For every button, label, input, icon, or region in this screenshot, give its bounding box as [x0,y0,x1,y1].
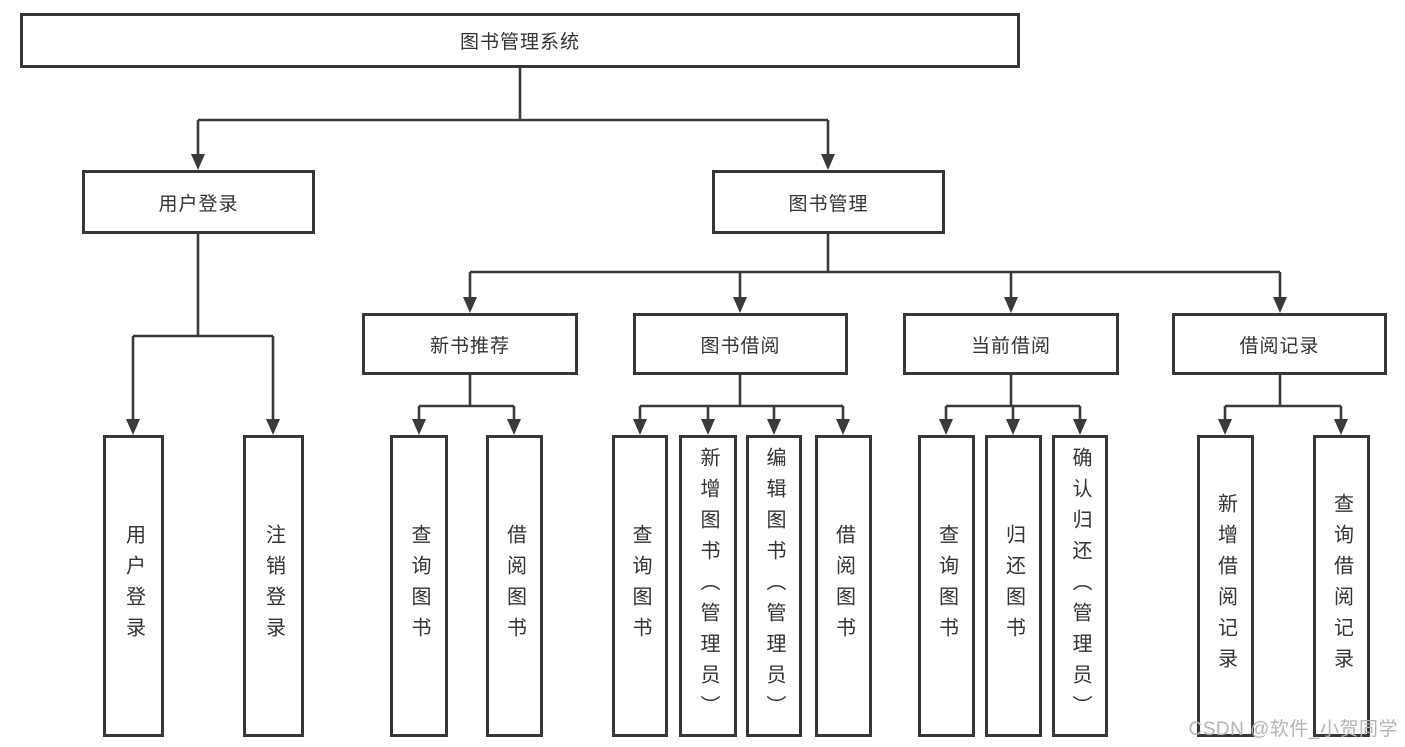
node-new-book-recommendation-label: 新书推荐 [429,335,510,357]
leaf-return-books-label: 归还图书 [1002,524,1025,648]
leaf-return-books: 归还图书 [985,435,1042,737]
edge-bookmgmt-to-level3 [468,234,1282,300]
leaf-user-login: 用户登录 [103,435,164,737]
leaf-logout-label: 注销登录 [262,524,285,648]
leaf-add-book-admin-label: 新增图书（管理员） [697,446,719,726]
node-current-borrowing-label: 当前借阅 [970,335,1051,357]
leaf-query-borrow-record-label: 查询借阅记录 [1330,493,1353,679]
leaf-logout: 注销登录 [243,435,304,737]
leaf-edit-book-admin: 编辑图书（管理员） [746,435,802,737]
leaf-query-borrow-record: 查询借阅记录 [1313,435,1370,737]
leaf-query-books-label: 查询图书 [408,524,430,648]
leaf-confirm-return-admin-label: 确认归还（管理员） [1069,446,1091,726]
leaf-add-borrow-record: 新增借阅记录 [1197,435,1254,737]
leaf-add-borrow-record-label: 新增借阅记录 [1214,493,1237,679]
node-user-login-label: 用户登录 [158,193,239,215]
leaf-query-books-2-label: 查询图书 [629,524,651,648]
leaf-query-books-2: 查询图书 [612,435,668,737]
edge-borrowing-to-leaves [638,375,845,422]
leaf-query-books-3: 查询图书 [918,435,975,737]
leaf-borrow-books-2: 借阅图书 [815,435,872,737]
leaf-user-login-label: 用户登录 [122,524,145,648]
node-user-login: 用户登录 [82,170,315,234]
edge-current-to-leaves [944,375,1082,422]
node-book-borrowing: 图书借阅 [633,313,848,375]
edge-records-to-leaves [1223,375,1343,422]
leaf-query-books-3-label: 查询图书 [935,524,958,648]
leaf-confirm-return-admin: 确认归还（管理员） [1052,435,1108,737]
node-library-system-label: 图书管理系统 [459,32,580,53]
node-current-borrowing: 当前借阅 [903,313,1119,375]
node-new-book-recommendation: 新书推荐 [362,313,578,375]
node-book-management: 图书管理 [712,170,945,234]
edge-userlogin-to-leaves [131,234,275,422]
leaf-borrow-books: 借阅图书 [486,435,543,737]
leaf-borrow-books-label: 借阅图书 [503,524,526,648]
edge-root-to-level2 [196,68,830,157]
node-book-borrowing-label: 图书借阅 [700,335,781,357]
node-book-management-label: 图书管理 [788,193,869,215]
edge-recommend-to-leaves [417,375,516,422]
leaf-query-books: 查询图书 [390,435,448,737]
csdn-watermark: CSDN @软件_小贺同学 [1188,719,1398,740]
leaf-edit-book-admin-label: 编辑图书（管理员） [763,446,785,726]
node-library-system: 图书管理系统 [20,13,1020,68]
leaf-add-book-admin: 新增图书（管理员） [679,435,737,737]
leaf-borrow-books-2-label: 借阅图书 [832,524,855,648]
node-borrowing-records-label: 借阅记录 [1239,335,1320,357]
node-borrowing-records: 借阅记录 [1172,313,1387,375]
